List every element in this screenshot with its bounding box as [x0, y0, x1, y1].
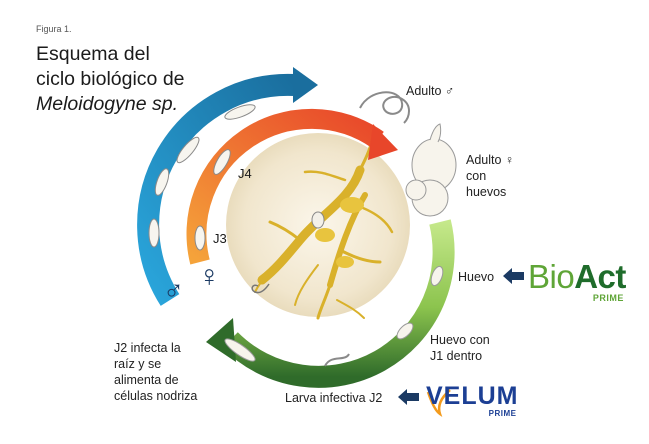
velum-prime-logo: VELUM PRIME [426, 382, 519, 419]
title-species: Meloidogyne sp. [36, 93, 179, 115]
label-infective-larva: Larva infectiva J2 [285, 391, 383, 405]
egg [430, 265, 444, 287]
label-egg: Huevo [458, 270, 495, 284]
bioact-wordmark: BioAct [528, 260, 626, 293]
velum-prime: PRIME [488, 409, 517, 418]
label-adult-male: Adulto ♂ [406, 84, 455, 98]
title-line-1: Esquema del [36, 43, 150, 65]
label-j2-line4: células nodriza [114, 389, 198, 403]
egg-with-j1 [396, 322, 414, 340]
velum-wordmark: VELUM [426, 382, 519, 410]
larvae-on-blue-arc [148, 104, 256, 248]
root-knots [315, 197, 364, 268]
j2-larva-green-arc [224, 338, 256, 362]
bioact-prime-logo: BioAct PRIME [528, 260, 626, 303]
label-j4: J4 [238, 166, 252, 181]
infective-larva-worm [324, 353, 350, 367]
label-egg-j1: Huevo con J1 dentro [430, 332, 490, 364]
male-symbol-icon: ♂ [163, 274, 184, 305]
label-j2-infects: J2 infecta la raíz y se alimenta de célu… [114, 340, 197, 404]
bioact-bio: Bio [528, 258, 575, 295]
orange-arrow-head [368, 124, 398, 160]
larvae-on-orange-arc [194, 149, 231, 251]
j2-larva-in-root [251, 283, 270, 294]
title-line-2: ciclo biológico de [36, 68, 185, 90]
bioact-act: Act [574, 258, 626, 295]
blue-arrow-head [293, 67, 318, 103]
label-j2-line3: alimenta de [114, 373, 179, 387]
adult-female-worm [405, 123, 457, 217]
label-egg-j1-line1: Huevo con [430, 333, 490, 347]
label-adult-female-line3: huevos [466, 185, 507, 199]
label-adult-female-line1: Adulto ♀ [466, 153, 515, 167]
female-symbol-icon: ♀ [198, 260, 221, 293]
blue-cycle-arc [137, 73, 296, 306]
figure-label: Figura 1. [36, 24, 72, 34]
adult-male-worm [359, 91, 410, 124]
bioact-pointer-arrow [503, 268, 524, 284]
root-illustration [254, 138, 394, 320]
label-j3: J3 [213, 231, 227, 246]
label-egg-j1-line2: J1 dentro [430, 349, 483, 363]
label-adult-female: Adulto ♀ con huevos [466, 152, 514, 200]
female-in-root [311, 211, 325, 229]
velum-pointer-arrow [398, 389, 419, 405]
label-j2-line2: raíz y se [114, 357, 162, 371]
orange-cycle-arc [186, 108, 384, 265]
bioact-prime: PRIME [592, 293, 624, 303]
label-j2-line1: J2 infecta la [114, 341, 181, 355]
label-adult-female-line2: con [466, 169, 487, 183]
green-arrow-head [206, 318, 236, 362]
diagram-title: Esquema del ciclo biológico de Meloidogy… [36, 42, 185, 117]
velum-swoosh [426, 389, 451, 418]
